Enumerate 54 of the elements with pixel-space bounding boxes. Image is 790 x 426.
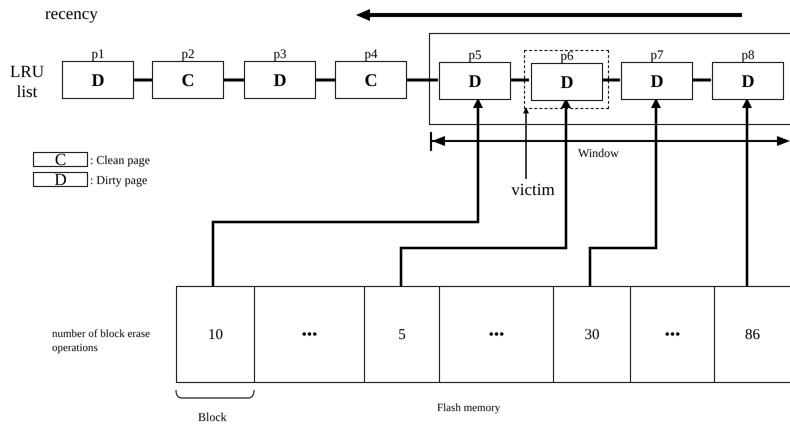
memory-block	[630, 286, 714, 383]
page-state: D	[560, 72, 574, 92]
legend-symbol: C	[54, 152, 66, 167]
memory-block	[553, 286, 630, 383]
page-label: p7	[650, 47, 664, 62]
arrow	[588, 98, 661, 286]
page-state: D	[650, 71, 664, 91]
page-state: C	[364, 70, 378, 90]
arrow	[212, 98, 483, 286]
link-line	[692, 78, 711, 82]
list-label: LRU list	[9, 62, 45, 102]
page-label: p6	[560, 48, 574, 63]
axis-label: recency	[45, 3, 98, 25]
legend-text: : Clean page	[90, 153, 150, 168]
page-state: D	[742, 71, 754, 91]
erase-count: 86	[745, 326, 760, 344]
erase-count: •••	[302, 326, 318, 344]
erase-count: •••	[488, 326, 504, 344]
link-line	[407, 78, 438, 82]
link-line	[224, 78, 244, 82]
legend-symbol: D	[54, 172, 67, 187]
row-label: number of block erase operations	[52, 327, 152, 355]
page-label: p4	[364, 46, 378, 61]
window-frame	[429, 33, 790, 125]
link-line	[316, 78, 335, 82]
page-label: p3	[272, 46, 288, 61]
page-state: C	[182, 70, 194, 90]
memory-block	[176, 286, 254, 383]
memory-label: Flash memory	[437, 401, 500, 415]
page-state: D	[92, 70, 104, 90]
arrow	[523, 107, 529, 179]
legend-text: : Dirty page	[90, 173, 148, 188]
page-state: D	[274, 70, 286, 90]
memory-block	[714, 286, 790, 383]
memory-block	[364, 286, 439, 383]
erase-count: 10	[208, 326, 223, 344]
page-state: D	[468, 71, 482, 91]
page-label: p8	[740, 47, 756, 62]
page-label: p2	[180, 46, 196, 61]
block-label: Block	[198, 410, 227, 424]
arrow	[742, 98, 752, 286]
link-line	[601, 78, 620, 82]
page-label: p5	[468, 47, 482, 62]
window-label: Window	[578, 145, 619, 161]
memory-block	[254, 286, 364, 383]
victim-label: victim	[503, 179, 563, 203]
page-label: p1	[90, 46, 106, 61]
erase-count: •••	[664, 326, 680, 344]
link-line	[510, 78, 529, 82]
memory-block	[439, 286, 553, 383]
erase-count: 5	[398, 326, 406, 344]
link-line	[134, 78, 152, 82]
victim-frame	[524, 50, 609, 109]
erase-count: 30	[584, 326, 600, 344]
